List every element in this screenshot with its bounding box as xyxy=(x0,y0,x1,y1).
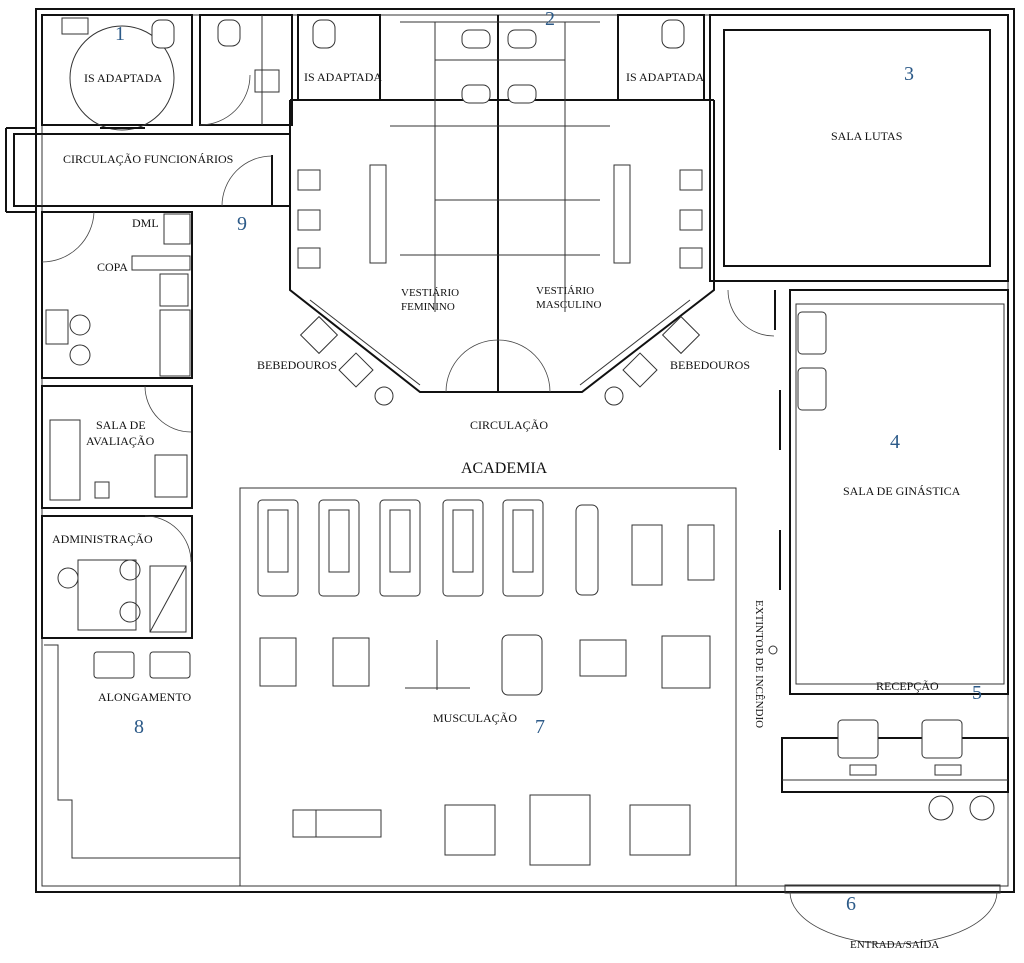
label-sala-lutas: SALA LUTAS xyxy=(831,129,902,143)
number-1: 1 xyxy=(115,23,125,45)
recepcao-area xyxy=(781,719,1009,894)
is-adaptada-right-room xyxy=(617,14,705,101)
entrance-doors xyxy=(789,891,998,945)
circulacao-funcionarios-corridor xyxy=(13,133,291,207)
alongamento-area xyxy=(44,644,240,859)
label-is-adaptada-1: IS ADAPTADA xyxy=(84,71,162,85)
label-bebedouros-left: BEBEDOUROS xyxy=(257,358,337,372)
treadmill-row xyxy=(257,499,544,597)
label-extintor: EXTINTOR DE INCÊNDIO xyxy=(753,600,765,728)
number-4: 4 xyxy=(890,431,900,453)
label-vestiario-masculino-1: VESTIÁRIO xyxy=(536,285,594,297)
number-3: 3 xyxy=(904,63,914,85)
sala-avaliacao-room xyxy=(41,385,193,509)
vestiarios-block xyxy=(289,15,715,393)
exercise-machines xyxy=(259,504,715,866)
label-alongamento: ALONGAMENTO xyxy=(98,690,191,704)
label-sala-avaliacao-1: SALA DE xyxy=(96,418,146,432)
wc-room xyxy=(199,14,293,126)
number-7: 7 xyxy=(535,716,545,738)
label-musculacao: MUSCULAÇÃO xyxy=(433,711,517,725)
label-academia: ACADEMIA xyxy=(461,460,548,477)
label-is-adaptada-2: IS ADAPTADA xyxy=(304,70,382,84)
label-administracao: ADMINISTRAÇÃO xyxy=(52,532,153,546)
number-6: 6 xyxy=(846,893,856,915)
number-5: 5 xyxy=(972,682,982,704)
number-2: 2 xyxy=(545,8,555,30)
number-8: 8 xyxy=(134,716,144,738)
label-vestiario-feminino-2: FEMININO xyxy=(401,301,455,313)
dml-copa-room xyxy=(41,211,193,379)
label-bebedouros-right: BEBEDOUROS xyxy=(670,358,750,372)
sala-ginastica-room xyxy=(727,289,1009,695)
academia-area xyxy=(239,487,737,887)
label-vestiario-feminino-1: VESTIÁRIO xyxy=(401,287,459,299)
bebedouros-fixtures xyxy=(299,315,701,406)
label-circulacao-funcionarios: CIRCULAÇÃO FUNCIONÁRIOS xyxy=(63,152,233,166)
label-sala-ginastica: SALA DE GINÁSTICA xyxy=(843,484,961,498)
label-sala-avaliacao-2: AVALIAÇÃO xyxy=(86,434,155,448)
number-9: 9 xyxy=(237,213,247,235)
label-circulacao: CIRCULAÇÃO xyxy=(470,418,548,432)
label-dml: DML xyxy=(132,216,159,230)
sala-lutas-room xyxy=(709,14,1009,282)
label-entrada-saida: ENTRADA/SAÍDA xyxy=(850,939,939,951)
label-recepcao: RECEPÇÃO xyxy=(876,679,939,693)
label-copa: COPA xyxy=(97,260,128,274)
label-is-adaptada-3: IS ADAPTADA xyxy=(626,70,704,84)
administracao-room xyxy=(41,515,193,639)
is-adaptada-center-room xyxy=(297,14,381,101)
label-vestiario-masculino-2: MASCULINO xyxy=(536,299,601,311)
is-adaptada-left-room xyxy=(41,14,193,131)
